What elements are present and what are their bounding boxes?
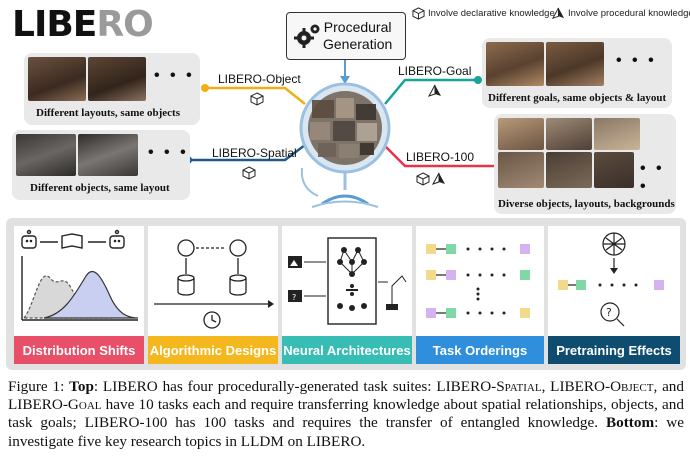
- logo-o: O: [123, 4, 154, 45]
- object-cube-icon: [250, 92, 264, 106]
- goal-caption: Different goals, same objects & layout: [488, 92, 667, 104]
- caption-top-label: Top: [69, 378, 94, 395]
- suite-100-label: LIBERO-100: [406, 150, 475, 164]
- hundred-photo-5: [546, 152, 592, 188]
- procedural-line2: Generation: [323, 36, 393, 52]
- topic-distribution-shifts-title: Distribution Shifts: [14, 336, 144, 364]
- task-ordering-illustration: [426, 244, 530, 318]
- suite-object-box: • • • Different layouts, same objects: [24, 53, 200, 125]
- procedural-generation-label: Procedural Generation: [323, 19, 392, 53]
- libero-logo: LIBERO: [12, 4, 154, 45]
- object-caption: Different layouts, same objects: [36, 107, 180, 119]
- caption-top-text-1: : LIBERO has four procedurally-generated…: [93, 378, 497, 395]
- suite-goal-label: LIBERO-Goal: [398, 64, 472, 78]
- goal-more-dots: • • •: [616, 52, 657, 69]
- hundred-photo-3: [594, 118, 640, 150]
- spatial-cube-icon: [242, 166, 256, 180]
- gears-icon: [294, 24, 320, 48]
- caption-sep2: , and LIBERO-: [8, 378, 684, 414]
- cube-icon: [412, 7, 425, 20]
- caption-sep1: , LIBERO-: [541, 378, 611, 395]
- logo-r: R: [96, 4, 124, 45]
- spatial-scene-photo-2: [78, 134, 138, 176]
- central-connector-diagram: [184, 60, 502, 208]
- suite-goal-box: • • • Different goals, same objects & la…: [482, 38, 672, 108]
- legend-declarative: Involve declarative knowledge: [412, 7, 555, 20]
- hundred-photo-6: [594, 152, 634, 188]
- caption-object: Object: [610, 378, 654, 395]
- topic-pretraining-effects-title: Pretraining Effects: [548, 336, 680, 364]
- caption-bottom-text: : we investigate five key research topic…: [8, 414, 684, 450]
- caption-goal: Goal: [67, 396, 102, 414]
- neural-architecture-illustration: ?: [288, 237, 407, 325]
- svg-text:?: ?: [292, 293, 296, 302]
- legend-procedural: Involve procedural knowledge: [552, 7, 690, 20]
- algorithmic-design-illustration: [154, 239, 274, 329]
- goal-scene-photo-2: [546, 42, 604, 86]
- procedural-generation-box: Procedural Generation: [286, 12, 406, 60]
- hundred-caption: Diverse objects, layouts, backgrounds: [498, 198, 675, 210]
- caption-prefix: Figure 1:: [8, 378, 70, 395]
- caption-top-text-2: have 10 tasks each and require transferr…: [8, 396, 684, 432]
- spatial-caption: Different objects, same layout: [30, 182, 170, 194]
- suite-object-label: LIBERO-Object: [218, 72, 301, 86]
- suite-spatial-label: LIBERO-Spatial: [212, 146, 297, 160]
- hundred-pyramid-icon: [432, 172, 445, 185]
- hundred-photo-2: [546, 118, 592, 150]
- object-scene-photo-2: [88, 57, 146, 101]
- topic-task-orderings-title: Task Orderings: [416, 336, 544, 364]
- figure-caption: Figure 1: Top: LIBERO has four procedura…: [8, 378, 684, 451]
- legend-declarative-label: Involve declarative knowledge: [428, 8, 555, 19]
- goal-scene-photo-1: [486, 42, 544, 86]
- procedural-line1: Procedural: [323, 19, 392, 35]
- spatial-scene-photo-1: [16, 134, 76, 176]
- suite-spatial-box: • • • Different objects, same layout: [12, 130, 190, 200]
- hundred-cube-icon: [416, 172, 430, 186]
- object-scene-photo-1: [28, 57, 86, 101]
- spatial-more-dots: • • •: [148, 144, 189, 161]
- distribution-shift-illustration: [21, 229, 139, 321]
- object-more-dots: • • •: [154, 67, 195, 84]
- svg-text:?: ?: [606, 306, 612, 319]
- pyramid-icon: [552, 7, 565, 19]
- pretraining-illustration: ?: [558, 232, 664, 327]
- topic-neural-architectures-title: Neural Architectures: [282, 336, 412, 364]
- caption-bottom-label: Bottom: [606, 414, 655, 432]
- goal-pyramid-icon: [428, 84, 441, 97]
- hundred-more-dots: • • •: [640, 160, 665, 195]
- logo-main: LIBE: [12, 4, 97, 45]
- topic-algorithmic-designs-title: Algorithmic Designs: [148, 336, 278, 364]
- caption-spatial: Spatial: [496, 378, 542, 395]
- hundred-photo-4: [498, 152, 544, 188]
- legend-procedural-label: Involve procedural knowledge: [568, 8, 690, 19]
- suite-100-box: • • • Diverse objects, layouts, backgrou…: [494, 114, 676, 214]
- hundred-photo-1: [498, 118, 544, 150]
